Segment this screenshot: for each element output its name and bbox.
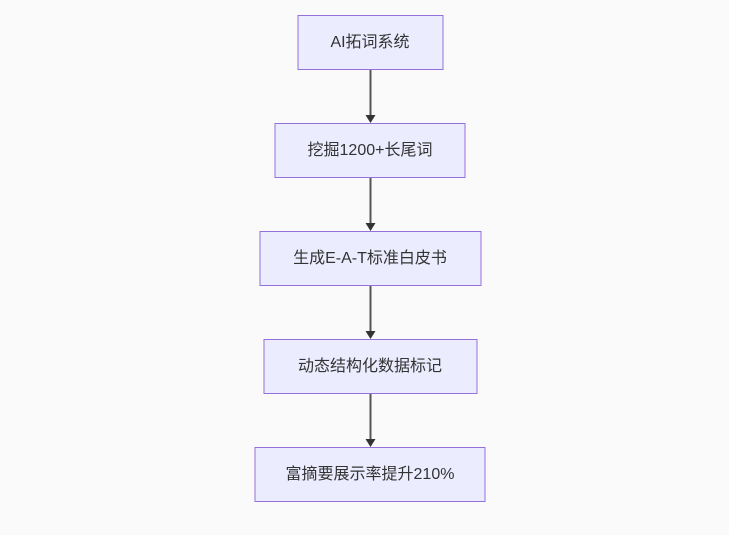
arrow-down-connector-3 xyxy=(365,286,375,339)
flow-node-eat-whitepaper: 生成E-A-T标准白皮书 xyxy=(259,231,481,286)
arrowhead-icon xyxy=(365,439,375,447)
edge-line xyxy=(369,394,371,439)
flow-node-ai-keyword-system: AI拓词系统 xyxy=(297,15,443,70)
arrowhead-icon xyxy=(365,223,375,231)
arrow-down-connector-1 xyxy=(365,70,375,123)
flow-node-label: 动态结构化数据标记 xyxy=(297,357,442,375)
flow-node-structured-data-markup: 动态结构化数据标记 xyxy=(263,339,477,394)
arrowhead-icon xyxy=(365,331,375,339)
flow-node-longtail-mining: 挖掘1200+长尾词 xyxy=(274,123,466,178)
flow-node-label: 生成E-A-T标准白皮书 xyxy=(293,249,447,267)
edge-line xyxy=(369,178,371,223)
flow-node-label: 挖掘1200+长尾词 xyxy=(307,141,433,159)
flowchart: AI拓词系统 挖掘1200+长尾词 生成E-A-T标准白皮书 动态结构化数据标记 xyxy=(254,15,486,502)
arrow-down-connector-4 xyxy=(365,394,375,447)
edge-line xyxy=(369,286,371,331)
flow-node-label: AI拓词系统 xyxy=(330,33,410,51)
edge-line xyxy=(369,70,371,115)
arrow-down-connector-2 xyxy=(365,178,375,231)
flow-node-label: 富摘要展示率提升210% xyxy=(285,465,455,483)
flow-node-rich-snippet-result: 富摘要展示率提升210% xyxy=(254,447,486,502)
arrowhead-icon xyxy=(365,115,375,123)
